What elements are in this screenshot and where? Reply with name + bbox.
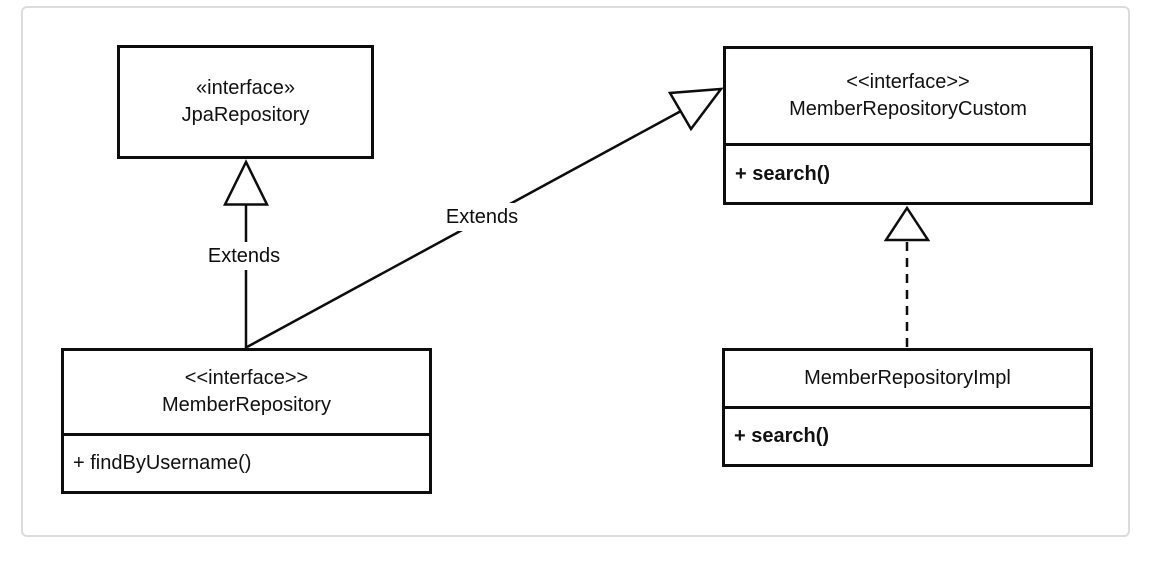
class-name: JpaRepository (181, 104, 310, 126)
class-stereotype: <<interface>> (184, 367, 309, 389)
relation-label-extends-vertical: Extends (196, 242, 292, 270)
class-stereotype: <<interface>> (846, 71, 970, 93)
class-box-memberrepository: <<interface>> MemberRepository + findByU… (61, 348, 432, 494)
class-name: MemberRepositoryImpl (804, 367, 1011, 389)
class-title: <<interface>> MemberRepository (64, 351, 429, 433)
class-name: MemberRepositoryCustom (789, 98, 1027, 120)
class-box-memberrepositorycustom: <<interface>> MemberRepositoryCustom + s… (723, 46, 1093, 205)
relation-label-extends-diagonal: Extends (434, 203, 530, 231)
class-method-search: + search() (725, 406, 1090, 464)
class-method-search: + search() (726, 143, 1090, 202)
class-box-memberrepositoryimpl: MemberRepositoryImpl + search() (722, 348, 1093, 467)
class-box-jparepository: «interface» JpaRepository (117, 45, 374, 159)
class-method-findbyusername: + findByUsername() (64, 433, 429, 491)
class-title: <<interface>> MemberRepositoryCustom (726, 49, 1090, 143)
class-name: MemberRepository (162, 394, 331, 416)
class-title: «interface» JpaRepository (120, 48, 371, 156)
class-stereotype: «interface» (196, 77, 295, 99)
class-title: MemberRepositoryImpl (725, 351, 1090, 406)
